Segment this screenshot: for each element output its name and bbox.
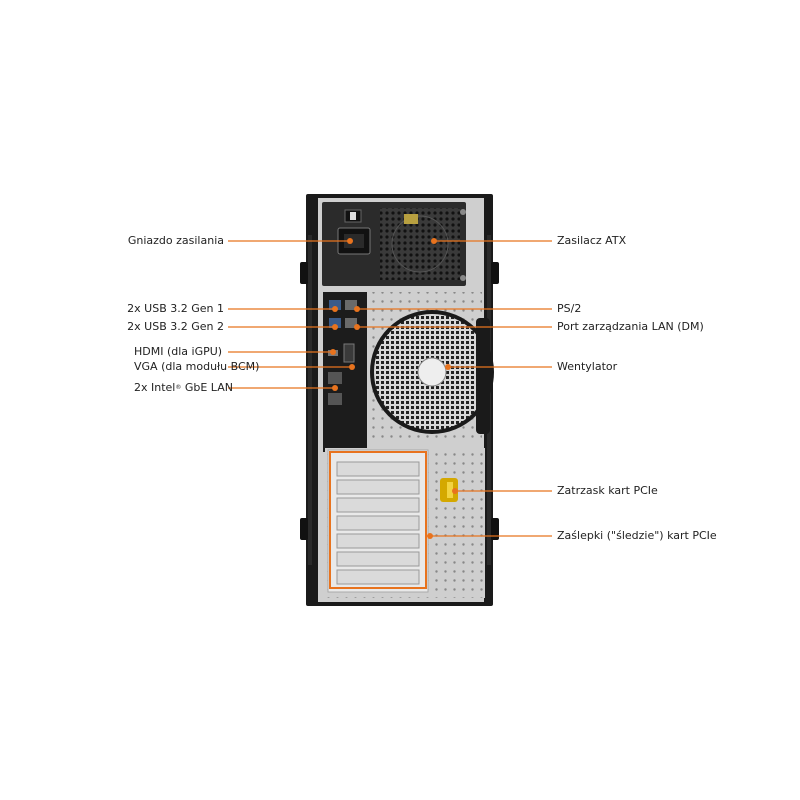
- label-lan-dm: Port zarządzania LAN (DM): [557, 320, 704, 333]
- callout-dots: [330, 238, 458, 539]
- label-fan: Wentylator: [557, 360, 618, 373]
- label-vga: VGA (dla modułu BCM): [134, 360, 260, 373]
- label-psu: Zasilacz ATX: [557, 234, 627, 247]
- label-power-socket: Gniazdo zasilania: [127, 234, 224, 247]
- label-lan-text: 2x Intel: [134, 381, 176, 394]
- label-pcie-slots: Zaślepki ("śledzie") kart PCIe: [557, 529, 717, 542]
- label-lan: 2x Intel® GbE LAN: [134, 381, 233, 395]
- power-switch[interactable]: [344, 209, 362, 223]
- callout-lines: [228, 240, 552, 537]
- label-hdmi: HDMI (dla iGPU): [134, 345, 223, 358]
- label-ps2: PS/2: [557, 302, 582, 315]
- label-lan-text-post: GbE LAN: [181, 381, 233, 394]
- label-pcie-latch: Zatrzask kart PCIe: [557, 484, 658, 497]
- psu-unit: [322, 202, 466, 286]
- label-usb-gen1: 2x USB 3.2 Gen 1: [127, 302, 224, 315]
- pcie-slots: [327, 449, 429, 593]
- registered-mark: ®: [175, 384, 182, 391]
- io-panel: [323, 292, 367, 452]
- label-usb-gen2: 2x USB 3.2 Gen 2: [127, 320, 224, 333]
